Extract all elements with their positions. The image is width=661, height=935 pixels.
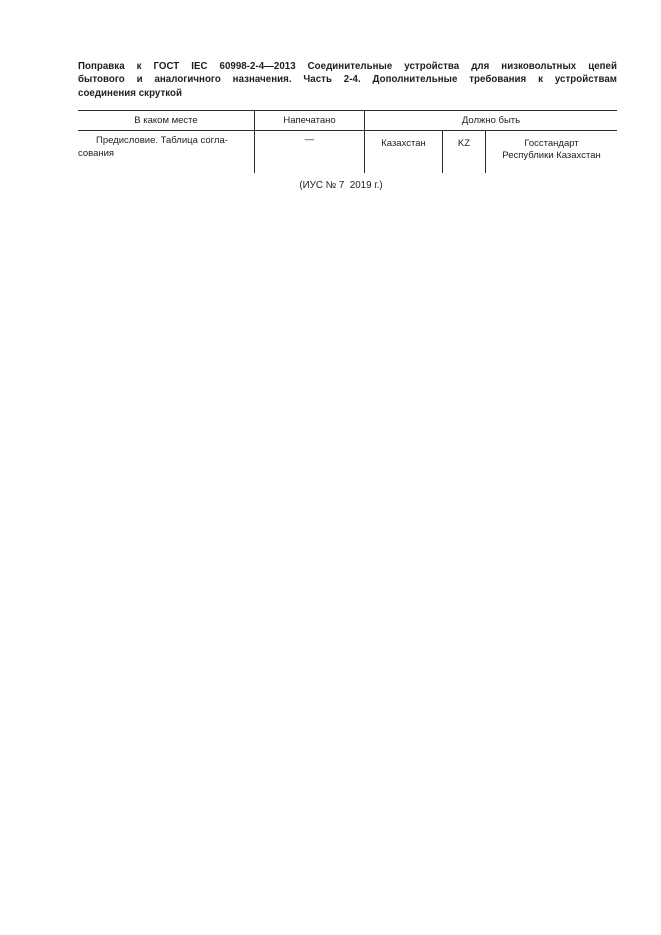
document-title: Поправка к ГОСТ IEC 60998-2-4—2013 Соеди… xyxy=(78,60,617,100)
column-header-location: В каком месте xyxy=(78,111,255,130)
cell-standard-body: Госстандарт Республики Казахстан xyxy=(485,131,617,173)
cell-country-code: KZ xyxy=(442,131,485,173)
cell-location: Предисловие. Таблица согла- сования xyxy=(78,131,255,173)
title-line-3: соединения скруткой xyxy=(78,87,183,99)
cell-country: Казахстан xyxy=(381,138,426,149)
title-line-2: бытового и аналогичного назначения. Част… xyxy=(78,74,617,86)
cell-printed: — xyxy=(255,131,365,173)
column-header-should-be: Должно быть xyxy=(461,115,521,126)
cell-should-be: Казахстан KZ Госстандарт Республики Каза… xyxy=(365,131,617,173)
errata-table: В каком месте Напечатано Должно быть Пре… xyxy=(78,110,617,173)
table-row: Предисловие. Таблица согла- сования — Ка… xyxy=(78,131,617,173)
column-header-printed: Напечатано xyxy=(255,111,365,130)
issue-note: (ИУС № 7 2019 г.) xyxy=(299,180,383,191)
table-header-row: В каком месте Напечатано Должно быть xyxy=(78,111,617,131)
title-line-1: Поправка к ГОСТ IEC 60998-2-4—2013 Соеди… xyxy=(78,61,617,72)
